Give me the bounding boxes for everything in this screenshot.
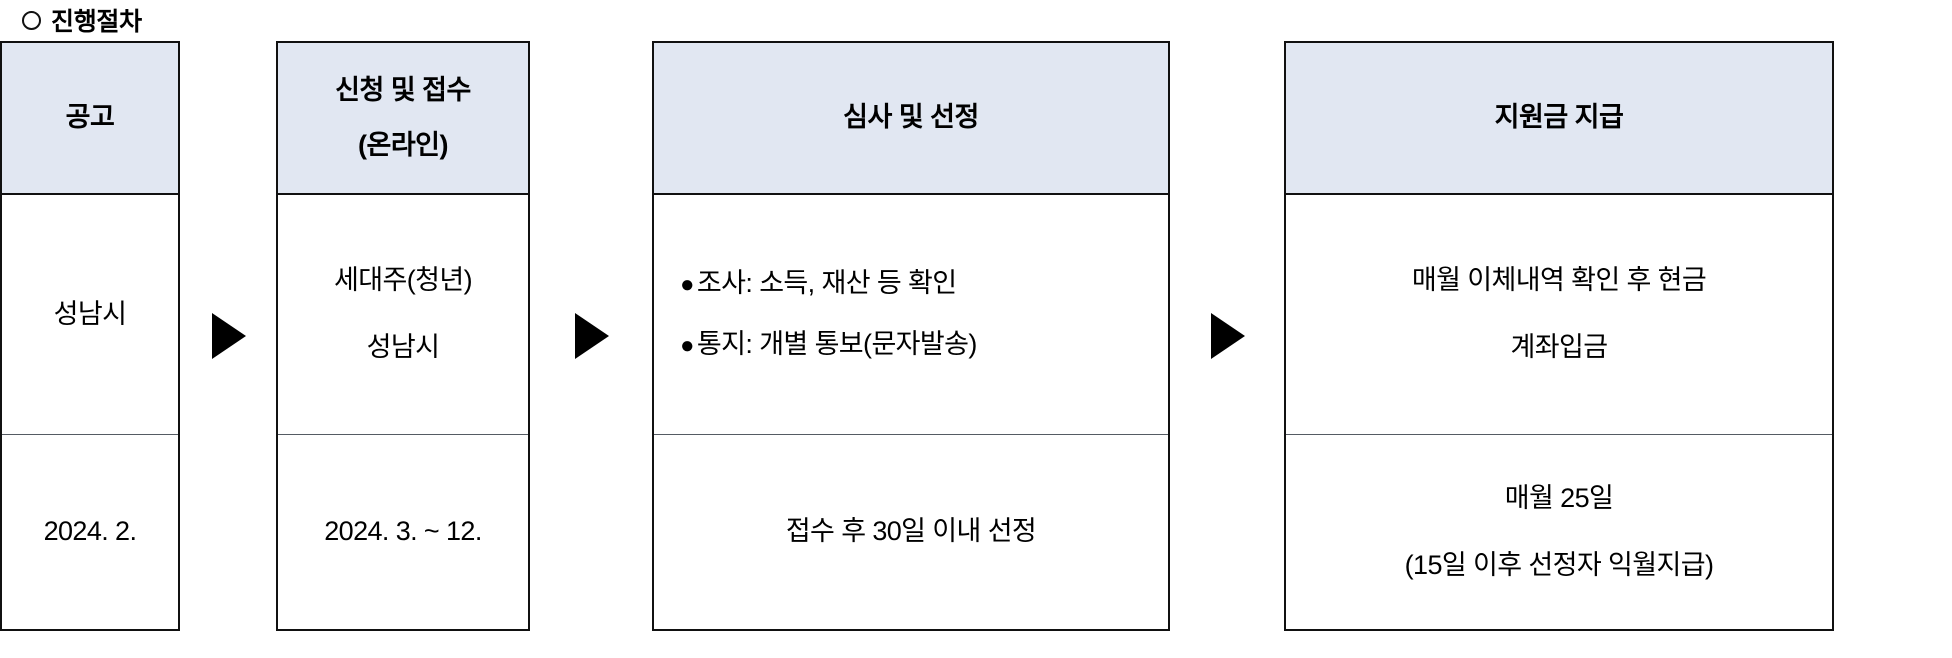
triangle-right-icon (1211, 313, 1245, 359)
step-header-line-1: 공고 (65, 102, 115, 133)
step-date-review: 접수 후 30일 이내 선정 (654, 435, 1168, 629)
step-header-line-1: 지원금 지급 (1494, 102, 1624, 133)
step-header-line-1: 심사 및 선정 (843, 102, 979, 133)
step-body-bullet-1: ● 조사: 소득, 재산 등 확인 (680, 268, 957, 299)
step-header-line-2: (온라인) (357, 129, 449, 160)
step-header-line-1: 신청 및 접수 (335, 74, 471, 105)
step-body-line-2: 성남시 (366, 332, 440, 363)
page-title-text: 진행절차 (51, 8, 142, 36)
flow-step-application: 신청 및 접수 (온라인) 세대주(청년) 성남시 2024. 3. ~ 12. (276, 41, 530, 631)
step-date-notice: 2024. 2. (2, 435, 178, 629)
bullet-dot-icon: ● (680, 332, 695, 360)
step-body-payment: 매월 이체내역 확인 후 현금 계좌입금 (1286, 195, 1832, 435)
step-body-line-1: 매월 이체내역 확인 후 현금 (1411, 265, 1707, 296)
step-date-line-1: 2024. 2. (43, 516, 137, 547)
triangle-right-icon (212, 313, 246, 359)
step-body-bullet-1-text: 조사: 소득, 재산 등 확인 (696, 268, 957, 299)
step-body-review: ● 조사: 소득, 재산 등 확인 ● 통지: 개별 통보(문자발송) (654, 195, 1168, 435)
flow-arrow-1-container (180, 41, 276, 631)
step-body-application: 세대주(청년) 성남시 (278, 195, 528, 435)
step-header-application: 신청 및 접수 (온라인) (278, 43, 528, 195)
step-body-notice: 성남시 (2, 195, 178, 435)
bullet-dot-icon: ● (680, 271, 695, 299)
step-body-bullet-2: ● 통지: 개별 통보(문자발송) (680, 329, 977, 360)
step-header-notice: 공고 (2, 43, 178, 195)
step-date-application: 2024. 3. ~ 12. (278, 435, 528, 629)
flow-arrow-2-container (530, 41, 652, 631)
flow-arrow-3-container (1170, 41, 1284, 631)
step-header-review: 심사 및 선정 (654, 43, 1168, 195)
flow-step-review: 심사 및 선정 ● 조사: 소득, 재산 등 확인 ● 통지: 개별 통보(문자… (652, 41, 1170, 631)
circle-outline-icon (22, 10, 41, 30)
step-date-line-2: (15일 이후 선정자 익월지급) (1404, 549, 1714, 580)
step-date-line-1: 2024. 3. ~ 12. (324, 516, 482, 547)
process-flow-table: 공고 성남시 2024. 2. 신청 및 접수 (온라인) 세대주(청년) 성남… (0, 41, 1952, 631)
step-header-payment: 지원금 지급 (1286, 43, 1832, 195)
step-body-line-1: 세대주(청년) (334, 265, 473, 296)
step-body-line-1: 성남시 (53, 298, 127, 329)
step-date-line-1: 매월 25일 (1504, 482, 1614, 513)
page-title: 진행절차 (22, 0, 142, 40)
step-date-payment: 매월 25일 (15일 이후 선정자 익월지급) (1286, 435, 1832, 629)
flow-step-notice: 공고 성남시 2024. 2. (0, 41, 180, 631)
triangle-right-icon (575, 313, 609, 359)
step-body-bullet-2-text: 통지: 개별 통보(문자발송) (696, 329, 977, 360)
step-body-line-2: 계좌입금 (1510, 332, 1609, 363)
flow-step-payment: 지원금 지급 매월 이체내역 확인 후 현금 계좌입금 매월 25일 (15일 … (1284, 41, 1834, 631)
step-date-line-1: 접수 후 30일 이내 선정 (785, 516, 1037, 547)
